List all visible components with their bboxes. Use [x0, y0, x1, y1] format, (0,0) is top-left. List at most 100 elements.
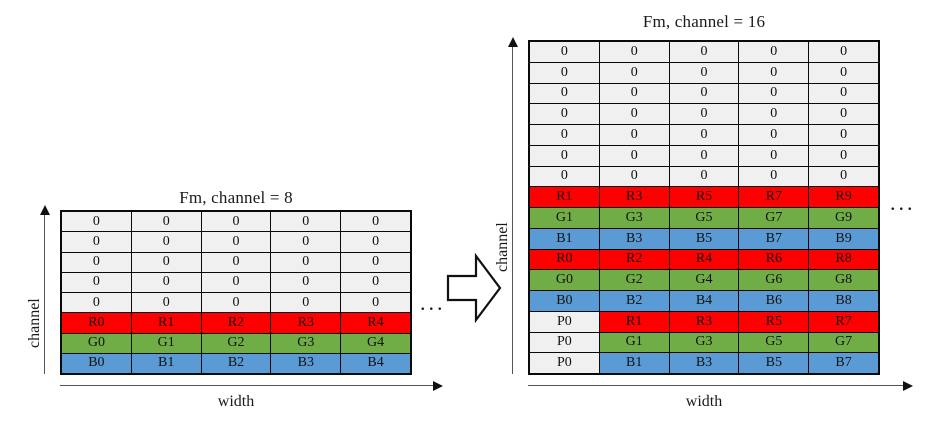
table-row: G0 G1 G2 G3 G4 [62, 333, 410, 354]
grid-cell: B7 [739, 228, 810, 249]
transform-right-block-arrow [446, 252, 502, 324]
grid-cell: 0 [530, 83, 600, 104]
grid-cell: R8 [809, 249, 878, 270]
grid-cell: G7 [739, 208, 810, 228]
grid-cell: 0 [599, 42, 670, 62]
grid-cell: 0 [739, 62, 810, 83]
table-row: 0 0 0 0 0 [62, 272, 410, 293]
right-width-axis-arrowhead [903, 381, 913, 391]
grid-cell: 0 [599, 62, 670, 83]
grid-cell: B1 [530, 228, 600, 249]
grid-cell: 0 [809, 145, 878, 166]
grid-cell: B1 [599, 353, 670, 373]
grid-cell: 0 [669, 83, 740, 104]
right-table-title: Fm, channel = 16 [642, 12, 766, 31]
grid-cell: B9 [809, 228, 878, 249]
right-width-axis-line [528, 385, 904, 386]
grid-cell: B0 [62, 353, 132, 373]
left-width-axis-line [60, 385, 434, 386]
grid-cell: G5 [669, 208, 740, 228]
grid-cell: R4 [669, 249, 740, 270]
grid-cell: 0 [131, 293, 202, 313]
grid-cell: 0 [669, 125, 740, 145]
grid-cell: 0 [739, 104, 810, 124]
grid-cell: G6 [739, 270, 810, 290]
grid-cell: 0 [201, 293, 272, 313]
grid-cell: 0 [62, 272, 132, 292]
grid-cell: G3 [599, 208, 670, 228]
grid-cell: 0 [530, 42, 600, 62]
left-table-title: Fm, channel = 8 [179, 188, 293, 207]
grid-cell: 0 [530, 145, 600, 166]
table-row: 0 0 0 0 0 [530, 62, 878, 84]
grid-cell: G3 [669, 332, 740, 353]
table-row: 0 0 0 0 0 [62, 252, 410, 273]
right-feature-map-grid: 0 0 0 0 0 0 0 0 0 0 0 0 0 0 0 0 0 0 0 0 [528, 40, 880, 375]
grid-cell: G1 [530, 208, 600, 228]
grid-cell: R7 [739, 187, 810, 207]
table-row: 0 0 0 0 0 [62, 212, 410, 233]
grid-cell: 0 [739, 125, 810, 145]
grid-cell: R9 [809, 187, 878, 207]
grid-cell: R1 [131, 313, 202, 333]
grid-cell: 0 [739, 145, 810, 166]
grid-cell: B2 [599, 291, 670, 311]
left-width-axis-label: width [217, 393, 255, 410]
grid-cell: G1 [131, 333, 202, 353]
grid-cell: 0 [739, 42, 810, 62]
table-row: 0 0 0 0 0 [530, 145, 878, 167]
table-row: R0 R1 R2 R3 R4 [62, 313, 410, 334]
table-row: 0 0 0 0 0 [530, 125, 878, 146]
grid-cell: 0 [62, 293, 132, 313]
table-row: 0 0 0 0 0 [62, 232, 410, 253]
grid-cell: B5 [739, 353, 810, 373]
grid-cell-pad: P0 [530, 332, 600, 353]
grid-cell: 0 [669, 62, 740, 83]
grid-cell: 0 [271, 232, 342, 252]
grid-cell: 0 [62, 252, 132, 272]
grid-cell: B6 [739, 291, 810, 311]
right-channel-axis-arrowhead [508, 37, 518, 47]
right-channel-axis-line [512, 46, 513, 374]
right-channel-axis-label: channel [494, 222, 511, 272]
grid-cell: B3 [599, 228, 670, 249]
grid-cell: 0 [530, 62, 600, 83]
grid-cell: 0 [530, 125, 600, 145]
grid-cell: 0 [809, 42, 878, 62]
table-row: 0 0 0 0 0 [530, 104, 878, 125]
grid-cell: R2 [599, 249, 670, 270]
grid-cell: R6 [739, 249, 810, 270]
grid-cell: 0 [271, 272, 342, 292]
grid-cell: B5 [669, 228, 740, 249]
grid-cell: B3 [271, 353, 342, 373]
grid-cell: R5 [739, 311, 810, 332]
grid-cell: G2 [599, 270, 670, 290]
table-row: B1 B3 B5 B7 B9 [530, 228, 878, 250]
grid-cell: 0 [599, 125, 670, 145]
grid-cell: G5 [739, 332, 810, 353]
left-feature-map-grid: 0 0 0 0 0 0 0 0 0 0 0 0 0 0 0 0 0 0 0 0 [60, 210, 412, 375]
grid-cell: G4 [341, 333, 410, 353]
grid-cell: 0 [131, 252, 202, 272]
grid-cell: B7 [809, 353, 878, 373]
grid-cell: 0 [669, 145, 740, 166]
left-width-axis-arrowhead [433, 381, 443, 391]
grid-cell: 0 [131, 272, 202, 292]
grid-cell: 0 [599, 166, 670, 187]
grid-cell: R7 [809, 311, 878, 332]
grid-cell-pad: P0 [530, 311, 600, 332]
grid-cell: B0 [530, 291, 600, 311]
grid-cell: G9 [809, 208, 878, 228]
grid-cell: 0 [599, 104, 670, 124]
table-row: B0 B1 B2 B3 B4 [62, 353, 410, 373]
grid-cell: 0 [599, 145, 670, 166]
grid-cell: 0 [809, 62, 878, 83]
table-row: 0 0 0 0 0 [530, 42, 878, 63]
grid-cell: B3 [669, 353, 740, 373]
grid-cell: R3 [599, 187, 670, 207]
grid-cell: R0 [62, 313, 132, 333]
table-row: P0 G1 G3 G5 G7 [530, 332, 878, 354]
grid-cell: 0 [271, 293, 342, 313]
grid-cell: B2 [201, 353, 272, 373]
grid-cell: 0 [62, 212, 132, 232]
